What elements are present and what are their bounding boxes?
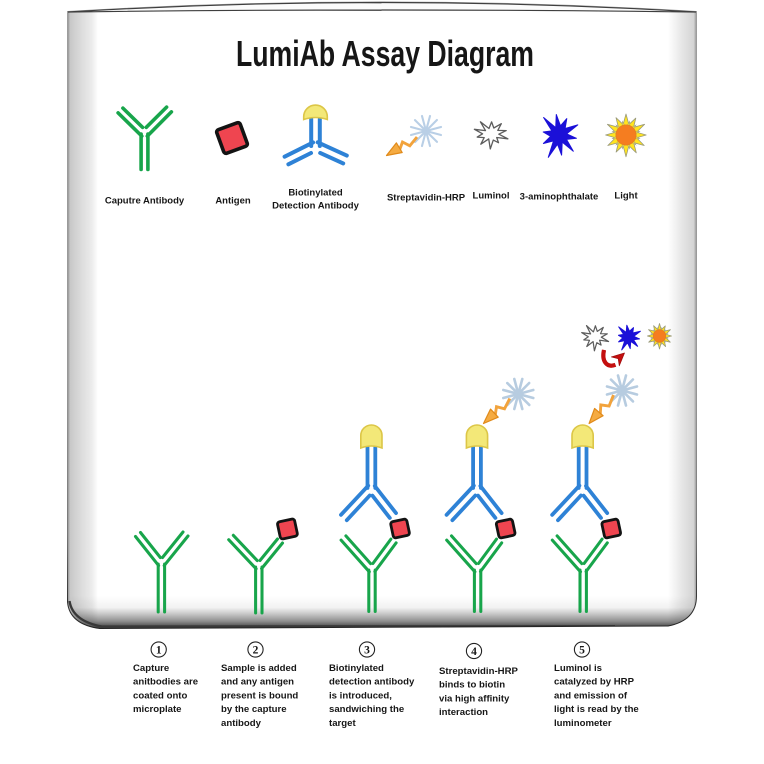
svg-text:binds to biotin: binds to biotin xyxy=(439,680,505,691)
svg-text:and any antigen: and any antigen xyxy=(221,677,294,688)
svg-text:Caputre Antibody: Caputre Antibody xyxy=(105,196,185,207)
svg-text:Luminol: Luminol xyxy=(473,191,510,202)
svg-text:3-aminophthalate: 3-aminophthalate xyxy=(520,192,599,203)
svg-text:by the capture: by the capture xyxy=(221,704,287,715)
svg-text:luminometer: luminometer xyxy=(554,718,612,729)
svg-text:Biotinylated: Biotinylated xyxy=(288,188,343,199)
svg-text:target: target xyxy=(329,718,356,729)
svg-text:present is bound: present is bound xyxy=(221,690,298,701)
svg-text:1: 1 xyxy=(156,645,162,657)
svg-text:interaction: interaction xyxy=(439,707,488,718)
svg-text:4: 4 xyxy=(471,646,477,658)
svg-text:Biotinylated: Biotinylated xyxy=(329,663,384,674)
svg-text:Antigen: Antigen xyxy=(215,196,251,207)
svg-text:LumiAb Assay Diagram: LumiAb Assay Diagram xyxy=(236,33,534,74)
svg-text:Streptavidin-HRP: Streptavidin-HRP xyxy=(439,666,518,677)
svg-text:via high affinity: via high affinity xyxy=(439,693,510,704)
svg-text:antibody: antibody xyxy=(221,718,262,729)
svg-text:microplate: microplate xyxy=(133,704,182,715)
svg-text:is introduced,: is introduced, xyxy=(329,690,392,701)
svg-text:detection antibody: detection antibody xyxy=(329,677,415,688)
svg-text:Capture: Capture xyxy=(133,663,169,674)
svg-text:anitbodies are: anitbodies are xyxy=(133,677,198,688)
svg-text:3: 3 xyxy=(364,645,370,657)
svg-text:coated onto: coated onto xyxy=(133,690,188,701)
svg-text:5: 5 xyxy=(579,645,585,657)
svg-text:sandwiching the: sandwiching the xyxy=(329,704,404,715)
svg-text:Streptavidin-HRP: Streptavidin-HRP xyxy=(387,193,466,204)
svg-text:catalyzed by HRP: catalyzed by HRP xyxy=(554,677,635,688)
svg-text:Luminol is: Luminol is xyxy=(554,663,602,674)
svg-text:Detection Antibody: Detection Antibody xyxy=(272,201,359,212)
svg-text:Sample is added: Sample is added xyxy=(221,663,297,674)
svg-text:Light: Light xyxy=(614,191,638,202)
svg-text:light is read by the: light is read by the xyxy=(554,704,639,715)
svg-text:and emission of: and emission of xyxy=(554,690,628,701)
svg-text:2: 2 xyxy=(253,645,259,657)
